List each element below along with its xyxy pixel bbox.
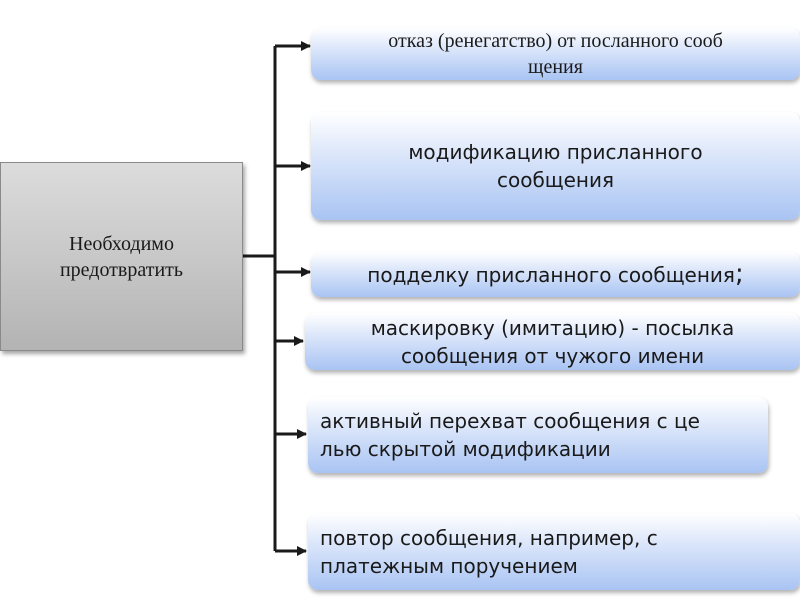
item-5-line1: активный перехват сообщения с це: [320, 409, 700, 433]
item-2-line1: модификацию присланного: [408, 140, 703, 164]
root-label-line1: Необходимо: [69, 232, 174, 255]
item-box-5: активный перехват сообщения с це лью скр…: [308, 397, 768, 473]
item-box-6: повтор сообщения, например, с платежным …: [308, 513, 800, 590]
item-box-3: подделку присланного сообщения;: [311, 252, 800, 297]
item-3-suffix: ;: [734, 259, 744, 289]
root-label-line2: предотвратить: [59, 258, 184, 281]
item-6-line2: платежным поручением: [320, 553, 578, 578]
item-5-line2: лью скрытой модификации: [320, 437, 611, 461]
item-2-line2: сообщения: [496, 168, 615, 192]
item-box-1: отказ (ренегатство) от посланного сооб щ…: [311, 28, 800, 80]
root-label: Необходимо предотвратить: [60, 231, 183, 283]
item-4-line1: маскировку (имитацию) - посылка: [370, 315, 735, 340]
item-1-line2: щения: [528, 56, 583, 78]
item-box-2: модификацию присланного сообщения: [311, 112, 800, 220]
item-3-line1: подделку присланного сообщения: [367, 263, 735, 287]
item-3-text: подделку присланного сообщения;: [367, 260, 743, 289]
item-4-line2: сообщения от чужого имени: [400, 343, 705, 368]
root-box: Необходимо предотвратить: [0, 162, 243, 351]
item-1-line1: отказ (ренегатство) от посланного сооб: [388, 30, 723, 52]
item-6-line1: повтор сообщения, например, с: [320, 525, 658, 550]
item-box-4: маскировку (имитацию) - посылка сообщени…: [305, 313, 800, 370]
